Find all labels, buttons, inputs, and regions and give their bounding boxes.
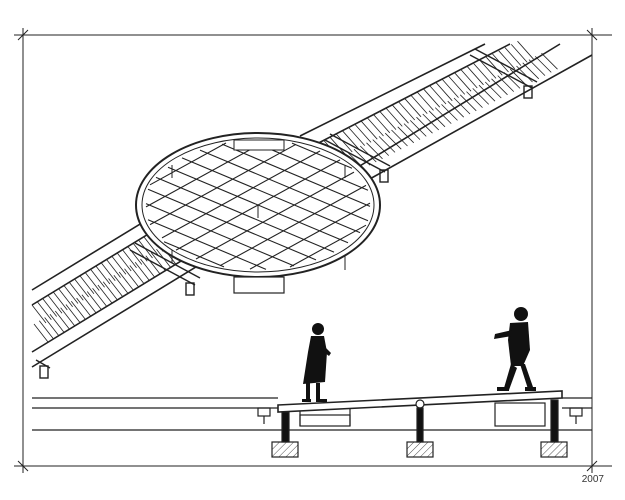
section-view	[32, 390, 592, 458]
platform-grid	[145, 140, 371, 270]
person-silhouette-right	[494, 307, 536, 391]
person-silhouette-left	[302, 323, 331, 402]
drawing-frame	[14, 28, 612, 473]
circular-platform	[135, 132, 381, 294]
year-label: 2007	[581, 474, 604, 485]
walkway-crossbeams	[35, 48, 538, 379]
walkway-perspective	[31, 40, 593, 379]
